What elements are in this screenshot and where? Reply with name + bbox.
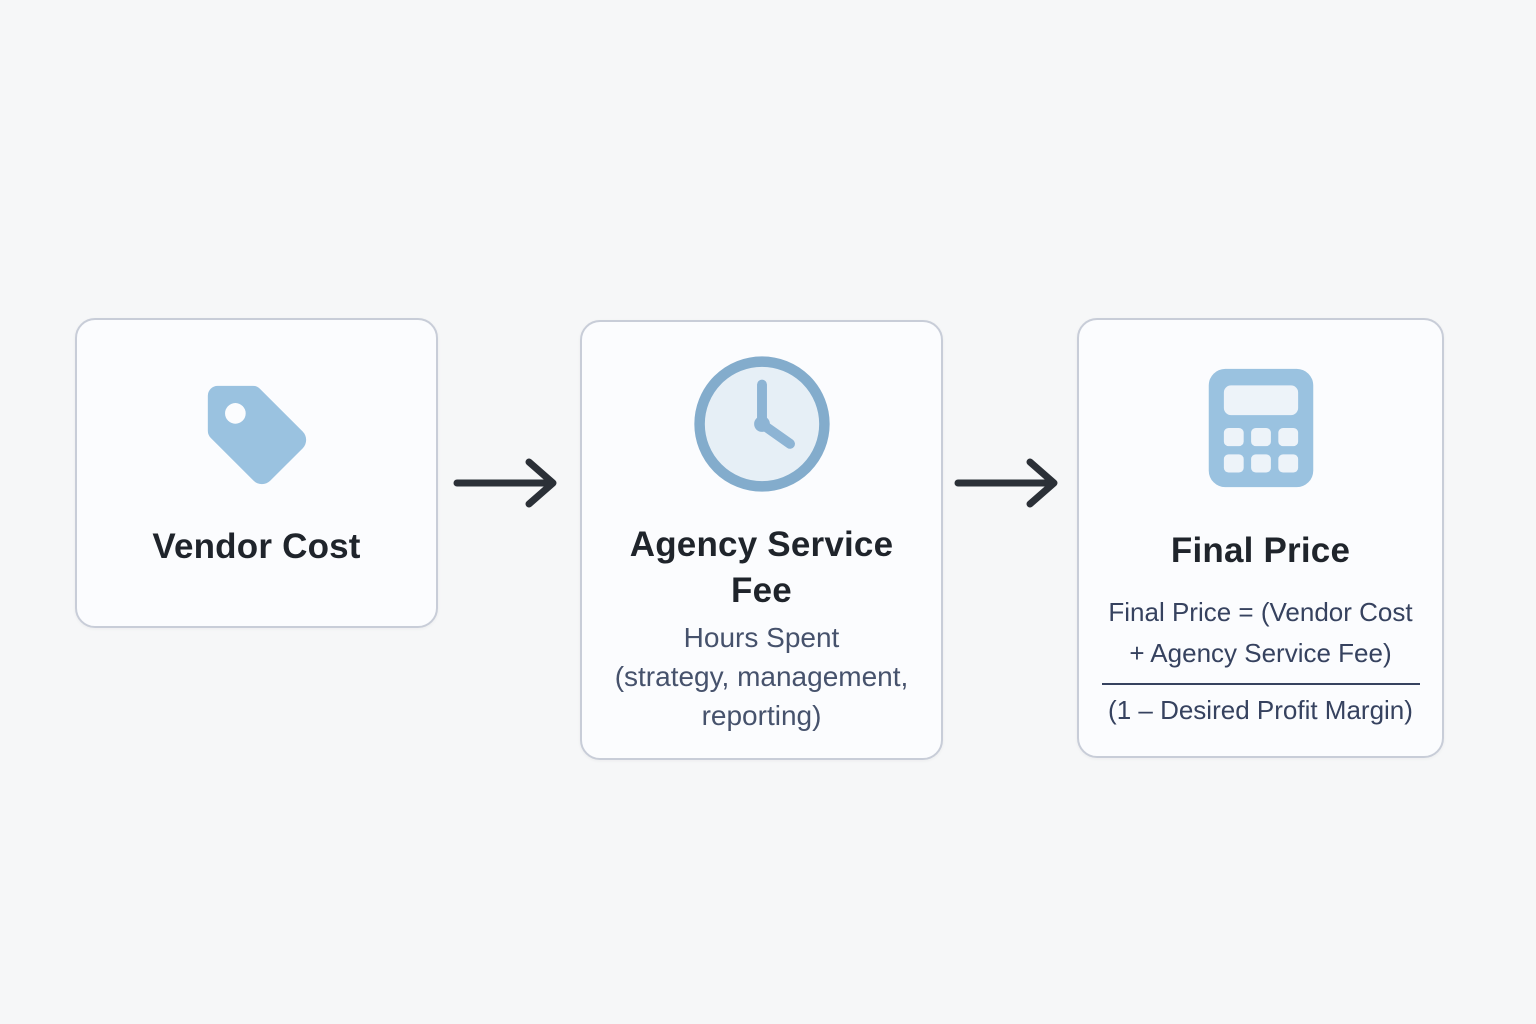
card-title-final-price: Final Price	[1170, 531, 1351, 570]
formula-line: Final Price = (Vendor Cost	[1108, 596, 1413, 627]
card-title-agency-service-fee: Agency Service Fee	[629, 525, 894, 610]
clock-icon	[692, 354, 832, 494]
subtitle-line: Hours Spent	[683, 622, 840, 653]
subtitle-line: (strategy, management,	[614, 660, 909, 692]
arrow-right-icon	[952, 455, 1064, 511]
vendor-cost-card: Vendor Cost	[75, 318, 438, 628]
formula-denominator: (1 – Desired Profit Margin)	[1108, 694, 1413, 725]
agency-service-fee-card: Agency Service Fee Hours Spent (strategy…	[580, 320, 943, 760]
agency-fee-subtitle: Hours Spent (strategy, management, repor…	[615, 619, 909, 736]
arrow-right-icon	[451, 455, 563, 511]
formula-line: + Agency Service Fee)	[1129, 637, 1392, 668]
subtitle-line: reporting)	[701, 699, 822, 731]
final-price-card: Final Price Final Price = (Vendor Cost +…	[1077, 318, 1444, 758]
card-title-vendor-cost: Vendor Cost	[152, 527, 361, 566]
tag-icon	[198, 376, 316, 494]
fraction-bar	[1101, 682, 1420, 685]
calculator-icon	[1195, 360, 1327, 496]
final-price-formula: Final Price = (Vendor Cost + Agency Serv…	[1101, 592, 1420, 731]
formula-numerator: Final Price = (Vendor Cost + Agency Serv…	[1108, 592, 1412, 674]
